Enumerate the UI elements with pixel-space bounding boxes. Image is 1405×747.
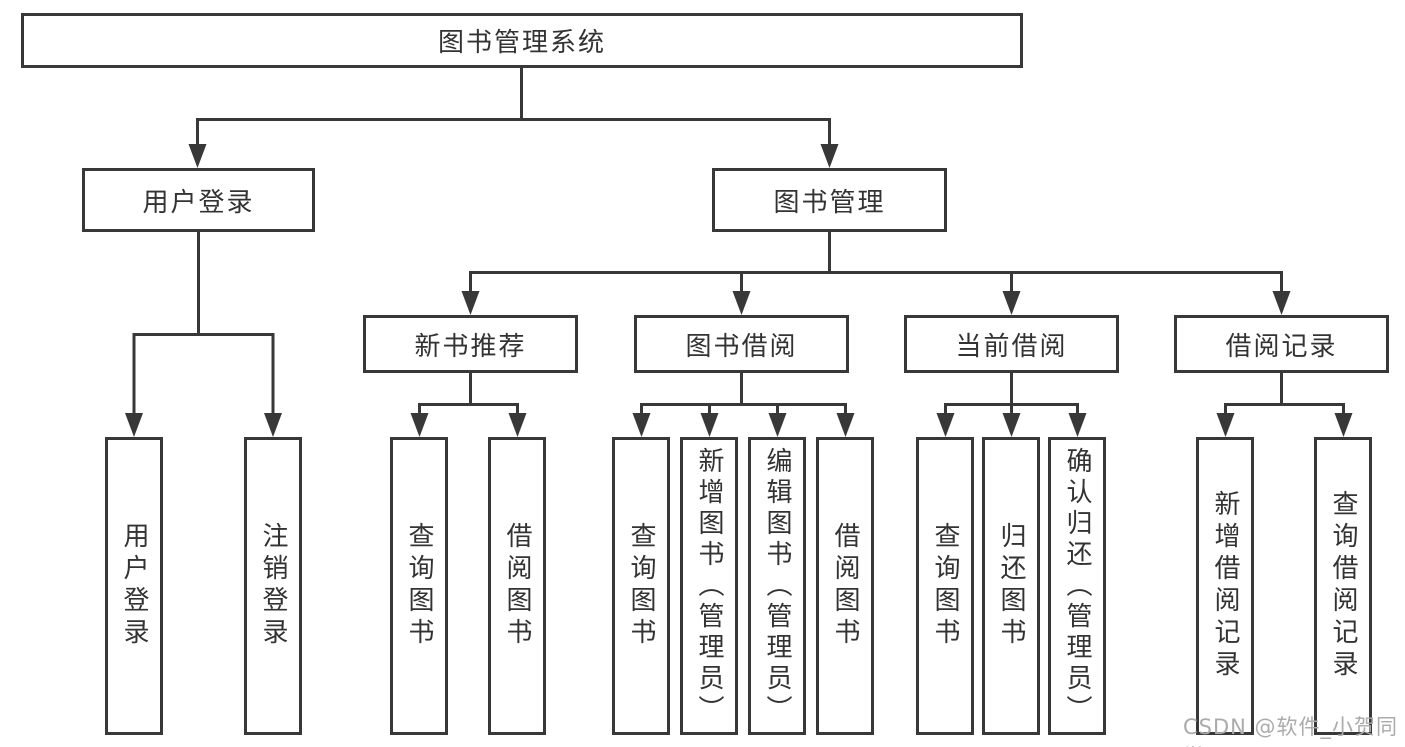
arrowheads: [125, 144, 1353, 437]
arrow-down-icon: [508, 413, 527, 437]
leaf-borrow-book: 借阅图书: [816, 437, 874, 735]
leaf-current-query: 查询图书: [916, 437, 974, 735]
leaf-logout: 注销登录: [244, 437, 302, 735]
leaf-user-login: 用户登录: [105, 437, 163, 735]
leaf-newbook-borrow: 借阅图书: [488, 437, 546, 735]
arrow-down-icon: [836, 413, 855, 437]
arrow-down-icon: [1002, 413, 1021, 437]
arrow-down-icon: [936, 413, 955, 437]
connector-bookmgmt-to-level3: [469, 232, 1283, 293]
node-current-borrow: 当前借阅: [904, 315, 1119, 373]
node-book-borrow: 图书借阅: [634, 315, 849, 373]
leaf-current-return: 归还图书: [982, 437, 1040, 735]
arrow-down-icon: [1216, 413, 1235, 437]
leaf-records-query: 查询借阅记录: [1314, 437, 1372, 735]
arrow-down-icon: [700, 413, 719, 437]
arrow-down-icon: [461, 291, 480, 315]
arrow-down-icon: [264, 413, 282, 437]
leaf-borrow-query: 查询图书: [612, 437, 670, 735]
connector-current-to-leaves: [944, 373, 1079, 416]
leaf-newbook-query: 查询图书: [390, 437, 448, 735]
arrow-down-icon: [768, 413, 787, 437]
leaf-records-add: 新增借阅记录: [1196, 437, 1254, 735]
arrow-down-icon: [1002, 291, 1021, 315]
connector-borrow-to-leaves: [640, 373, 847, 416]
connector-records-to-leaves: [1224, 373, 1345, 416]
node-user-login: 用户登录: [82, 168, 315, 232]
leaf-current-confirm-return-admin: 确认归还（管理员）: [1048, 437, 1106, 735]
arrow-down-icon: [732, 291, 751, 315]
arrow-down-icon: [820, 144, 839, 168]
node-new-book-recommend: 新书推荐: [363, 315, 578, 373]
leaf-borrow-add-admin: 新增图书（管理员）: [680, 437, 738, 735]
connector-login-to-leaves: [132, 232, 275, 416]
arrow-down-icon: [188, 144, 207, 168]
arrow-down-icon: [632, 413, 651, 437]
node-borrow-records: 借阅记录: [1174, 315, 1389, 373]
arrow-down-icon: [1272, 291, 1291, 315]
arrow-down-icon: [1068, 413, 1087, 437]
connector-newbook-to-leaves: [418, 373, 519, 416]
arrow-down-icon: [1334, 413, 1353, 437]
leaf-borrow-edit-admin: 编辑图书（管理员）: [748, 437, 806, 735]
csdn-watermark: CSDN @软件_小贺同学: [1183, 715, 1399, 747]
arrow-down-icon: [125, 413, 143, 437]
node-book-management: 图书管理: [712, 168, 947, 232]
connector-root-to-level2: [196, 68, 831, 146]
node-root: 图书管理系统: [21, 13, 1023, 68]
arrow-down-icon: [410, 413, 429, 437]
